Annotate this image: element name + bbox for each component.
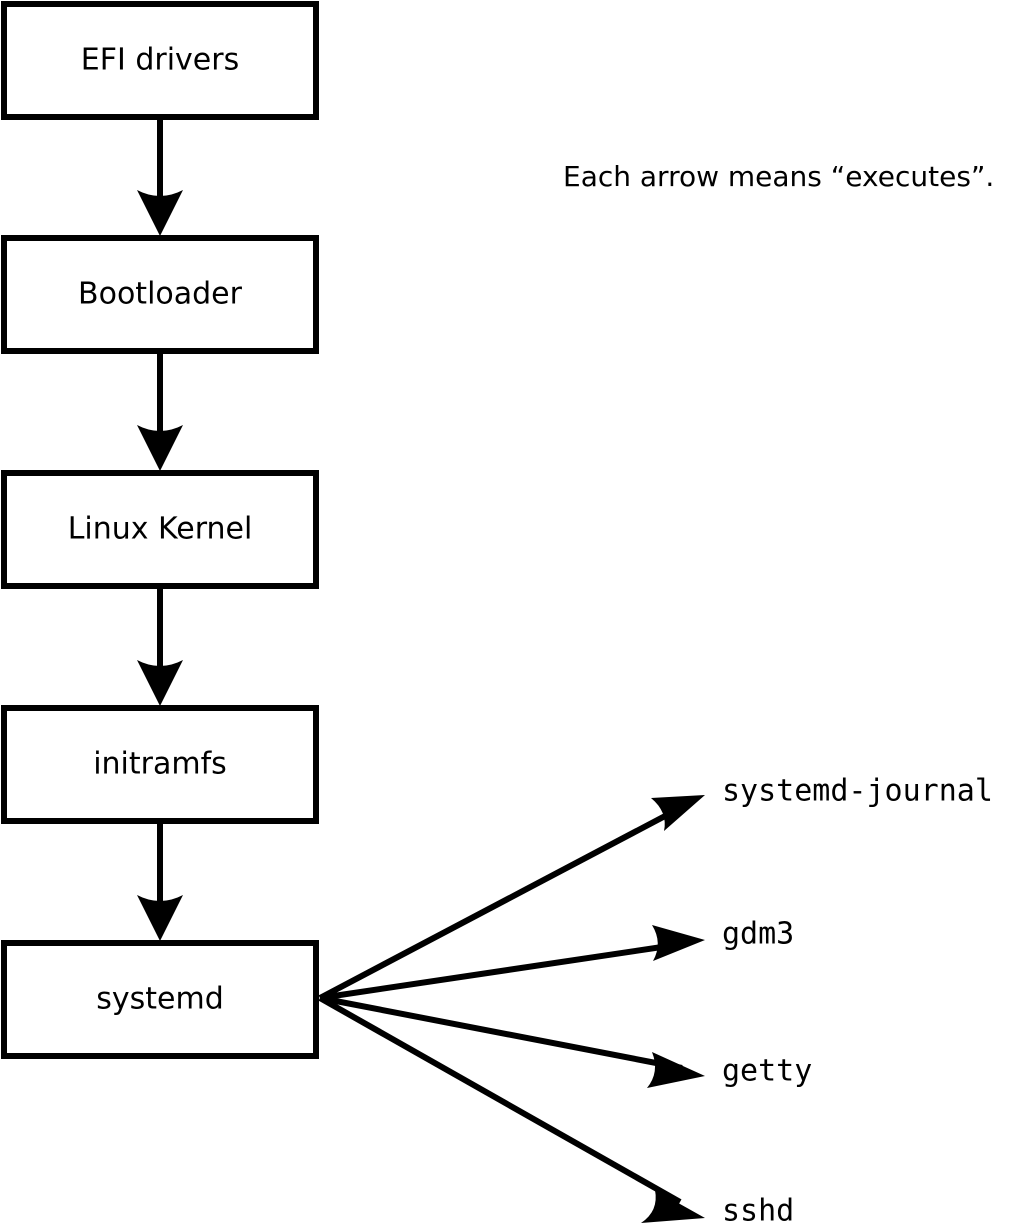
fanout-arrow-line xyxy=(319,941,683,1001)
arrow-head-icon xyxy=(647,1052,705,1088)
fanout-arrow-getty xyxy=(319,995,705,1088)
service-label-getty: getty xyxy=(722,1054,812,1089)
process-box-label: Linux Kernel xyxy=(68,512,253,547)
process-box-label: Bootloader xyxy=(78,277,243,312)
process-box-label: EFI drivers xyxy=(81,43,239,78)
process-box-linux-kernel[interactable]: Linux Kernel xyxy=(1,470,319,589)
arrow-head-icon xyxy=(652,925,705,961)
legend-note: Each arrow means “executes”. xyxy=(563,160,994,193)
fanout-arrow-line xyxy=(318,803,686,1001)
fanout-arrow-gdm3 xyxy=(319,925,705,1001)
process-box-rect xyxy=(1,940,319,1059)
process-box-rect xyxy=(1,1,319,120)
fanout-arrow-sshd xyxy=(318,995,705,1223)
arrow-head-icon xyxy=(641,1190,705,1223)
process-box-efi-drivers[interactable]: EFI drivers xyxy=(1,1,319,120)
chain-arrow-efi-to-bootloader xyxy=(137,117,183,236)
process-box-label: systemd xyxy=(96,982,224,1017)
process-box-systemd[interactable]: systemd xyxy=(1,940,319,1059)
process-box-label: initramfs xyxy=(93,747,227,782)
process-box-rect xyxy=(1,705,319,824)
process-box-rect xyxy=(1,470,319,589)
fanout-arrow-systemd-journal xyxy=(318,795,705,1001)
arrow-head-down-icon xyxy=(137,190,183,236)
service-label-sshd: sshd xyxy=(722,1194,794,1229)
arrow-head-down-icon xyxy=(137,660,183,706)
arrow-head-down-icon xyxy=(137,425,183,471)
fanout-arrow-line xyxy=(318,995,682,1205)
process-box-initramfs[interactable]: initramfs xyxy=(1,705,319,824)
chain-arrow-bootloader-to-kernel xyxy=(137,352,183,471)
arrow-head-down-icon xyxy=(137,895,183,941)
arrow-head-icon xyxy=(651,795,705,831)
chain-arrow-kernel-to-initramfs xyxy=(137,587,183,706)
service-label-gdm3: gdm3 xyxy=(722,917,794,952)
process-box-bootloader[interactable]: Bootloader xyxy=(1,235,319,354)
chain-arrow-initramfs-to-systemd xyxy=(137,822,183,941)
fanout-arrow-line xyxy=(319,995,683,1071)
process-box-rect xyxy=(1,235,319,354)
service-label-systemd-journal: systemd-journal xyxy=(722,774,993,809)
